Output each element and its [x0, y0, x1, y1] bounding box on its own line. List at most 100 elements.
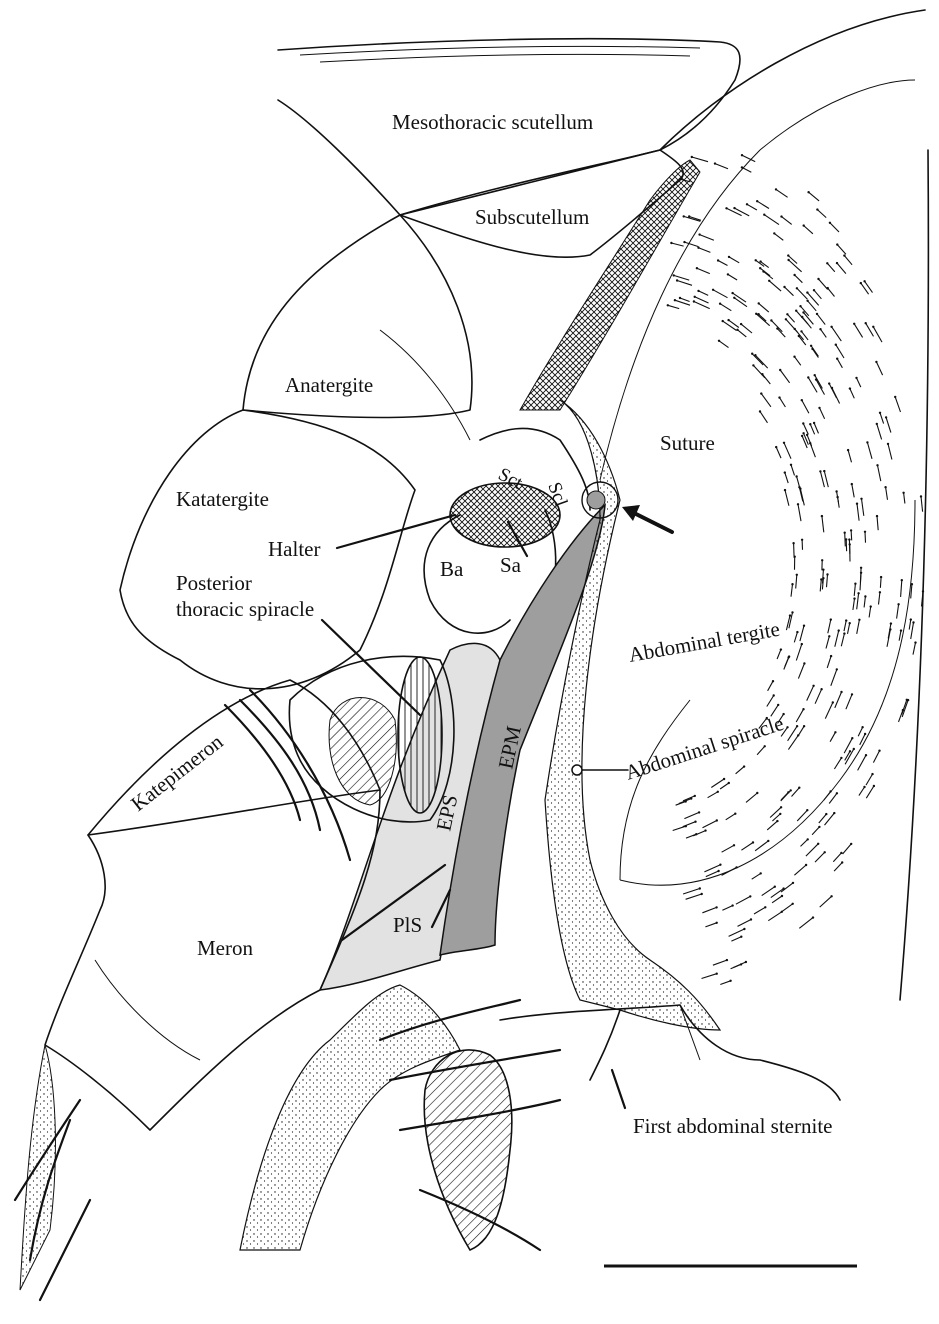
- seta-base: [674, 299, 676, 301]
- seta: [729, 257, 739, 263]
- seta: [822, 516, 824, 532]
- seta-base: [829, 222, 831, 224]
- seta-base: [694, 296, 696, 298]
- seta-base: [831, 387, 833, 389]
- seta: [826, 636, 829, 648]
- label-meron: Meron: [197, 936, 253, 960]
- seta-base: [817, 843, 819, 845]
- seta-base: [743, 765, 745, 767]
- seta: [832, 327, 842, 341]
- seta-base: [922, 590, 924, 592]
- seta: [692, 157, 708, 162]
- seta-base: [863, 786, 865, 788]
- seta-base: [773, 232, 775, 234]
- seta: [757, 746, 765, 754]
- seta: [851, 530, 852, 540]
- seta: [785, 473, 788, 484]
- seta: [921, 497, 923, 512]
- label-anatergite: Anatergite: [285, 373, 373, 397]
- seta: [711, 779, 724, 788]
- seta-base: [820, 578, 822, 580]
- seta: [785, 490, 789, 506]
- seta: [686, 834, 696, 838]
- seta-base: [685, 825, 687, 827]
- seta: [771, 321, 782, 332]
- label-sa: Sa: [500, 553, 522, 577]
- seta: [819, 279, 828, 290]
- seta: [844, 621, 846, 632]
- seta: [862, 499, 864, 516]
- seta-base: [816, 208, 818, 210]
- seta-base: [745, 961, 747, 963]
- seta: [685, 242, 699, 247]
- seta: [767, 696, 774, 707]
- seta-base: [790, 789, 792, 791]
- seta: [827, 575, 828, 588]
- seta-base: [853, 748, 855, 750]
- seta-base: [798, 787, 800, 789]
- seta-base: [802, 311, 804, 313]
- seta: [825, 703, 833, 719]
- seta-base: [828, 635, 830, 637]
- seta-base: [754, 354, 756, 356]
- seta-base: [764, 745, 766, 747]
- label-pls: PlS: [393, 913, 422, 937]
- seta: [835, 631, 839, 647]
- seta: [817, 314, 825, 325]
- seta-base: [792, 903, 794, 905]
- seta: [796, 644, 802, 660]
- seta-base: [817, 278, 819, 280]
- seta-base: [884, 486, 886, 488]
- seta-base: [864, 733, 866, 735]
- seta-base: [809, 423, 811, 425]
- seta: [738, 920, 752, 927]
- seta-base: [865, 322, 867, 324]
- seta-base: [786, 313, 788, 315]
- seta-base: [876, 464, 878, 466]
- seta-base: [879, 591, 881, 593]
- label-katepimeron: Katepimeron: [126, 729, 228, 816]
- seta-base: [780, 806, 782, 808]
- seta-base: [875, 361, 877, 363]
- seta-base: [779, 369, 781, 371]
- seta-base: [833, 812, 835, 814]
- seta-base: [727, 319, 729, 321]
- seta-base: [717, 870, 719, 872]
- seta: [703, 821, 717, 828]
- seta-base: [756, 200, 758, 202]
- label-halter: Halter: [268, 537, 320, 561]
- seta: [827, 656, 831, 668]
- seta: [718, 261, 727, 266]
- seta-base: [830, 895, 832, 897]
- seta: [833, 853, 841, 862]
- seta-base: [810, 345, 812, 347]
- seta: [810, 424, 814, 434]
- seta: [722, 845, 734, 852]
- seta-base: [880, 576, 882, 578]
- seta: [810, 443, 815, 457]
- seta: [809, 192, 820, 201]
- seta-base: [816, 313, 818, 315]
- seta: [854, 584, 855, 596]
- seta: [899, 631, 901, 641]
- seta-base: [861, 726, 863, 728]
- seta: [780, 370, 789, 383]
- seta: [853, 599, 855, 610]
- abdominal-spiracle: [572, 765, 628, 775]
- seta-base: [791, 611, 793, 613]
- seta: [713, 290, 727, 298]
- seta-base: [719, 864, 721, 866]
- seta-base: [807, 838, 809, 840]
- seta-base: [803, 725, 805, 727]
- seta: [895, 397, 900, 412]
- seta-base: [756, 792, 758, 794]
- seta-base: [715, 906, 717, 908]
- seta: [767, 821, 777, 830]
- seta: [815, 375, 823, 388]
- seta-base: [851, 483, 853, 485]
- seta-base: [699, 887, 701, 889]
- seta-base: [792, 542, 794, 544]
- seta: [734, 962, 746, 967]
- seta-base: [850, 843, 852, 845]
- seta-base: [795, 475, 797, 477]
